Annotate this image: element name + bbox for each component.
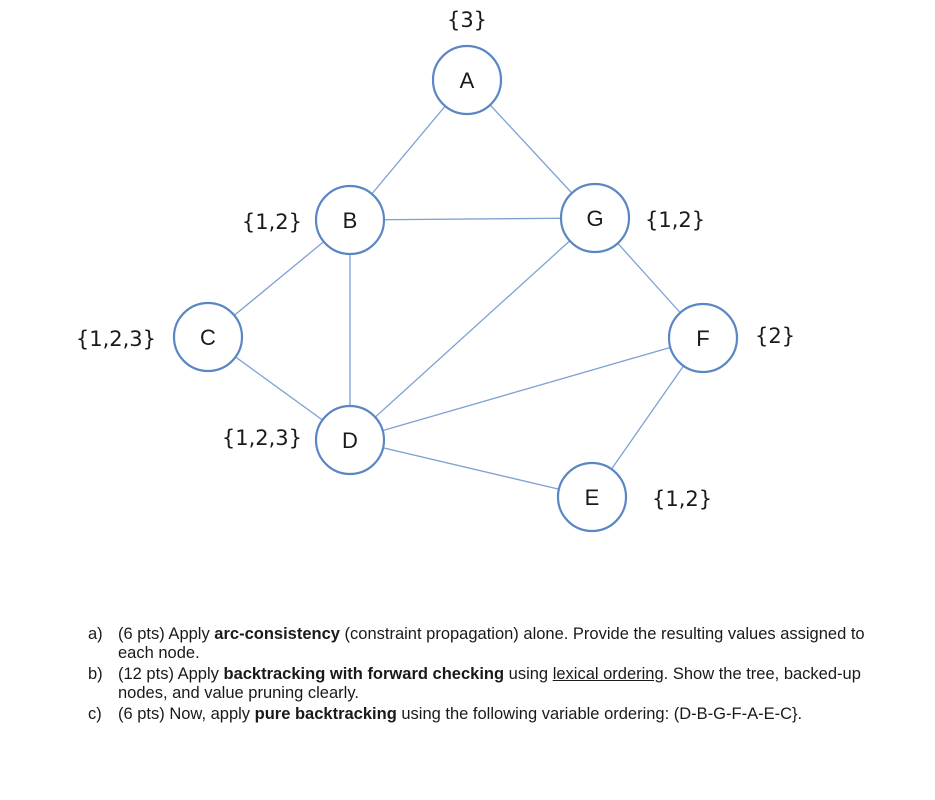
node-b-domain: {1,2} — [242, 210, 302, 234]
question-a-part2: (constraint propagation) alone. Provide … — [118, 625, 865, 662]
node-g-label: G — [586, 206, 603, 231]
edge-d-f — [349, 337, 704, 441]
node-e — [556, 461, 628, 533]
question-a-text: (6 pts) Apply arc-consistency (constrain… — [118, 625, 878, 663]
node-c — [172, 301, 244, 373]
domain-labels: {3} {1,2} {1,2} {1,2,3} {2} {1,2,3} {1,2} — [76, 8, 795, 511]
question-a-part1: (6 pts) Apply — [118, 625, 215, 643]
question-a: a) (6 pts) Apply arc-consistency (constr… — [88, 625, 878, 663]
question-a-letter: a) — [88, 625, 103, 643]
node-c-domain: {1,2,3} — [76, 327, 156, 351]
question-b-underlined: lexical ordering — [552, 665, 664, 683]
edge-b-g — [349, 217, 596, 221]
node-b — [314, 184, 386, 256]
question-c-text: (6 pts) Now, apply pure backtracking usi… — [118, 705, 878, 724]
question-b-letter: b) — [88, 665, 103, 683]
node-f-label: F — [696, 326, 709, 351]
node-d-domain: {1,2,3} — [222, 426, 302, 450]
question-c-bold: pure backtracking — [254, 705, 397, 723]
node-e-label: E — [585, 485, 600, 510]
question-b-text: (12 pts) Apply backtracking with forward… — [118, 665, 878, 703]
question-c: c) (6 pts) Now, apply pure backtracking … — [88, 705, 878, 724]
node-f-domain: {2} — [755, 324, 795, 348]
question-b-part1: (12 pts) Apply — [118, 665, 224, 683]
node-f — [667, 302, 739, 374]
edge-d-e — [349, 439, 593, 498]
question-list: a) (6 pts) Apply arc-consistency (constr… — [88, 625, 878, 726]
node-c-label: C — [200, 325, 216, 350]
graph-nodes: A B G C F D E — [172, 44, 739, 533]
node-g — [559, 182, 631, 254]
question-b-bold: backtracking with forward checking — [223, 665, 505, 683]
question-a-bold: arc-consistency — [214, 625, 340, 643]
question-b-part2: using — [504, 665, 553, 683]
edge-g-d — [349, 217, 596, 441]
node-b-label: B — [343, 208, 358, 233]
node-a — [431, 44, 503, 116]
question-c-part2: using the following variable ordering: (… — [396, 705, 803, 723]
node-d-label: D — [342, 428, 358, 453]
node-d — [314, 404, 386, 476]
node-e-domain: {1,2} — [652, 487, 712, 511]
question-b: b) (12 pts) Apply backtracking with forw… — [88, 665, 878, 703]
constraint-graph: A B G C F D E {3} {1,2} {1,2} {1,2,3} {2} {1,2,3} {1… — [76, 8, 795, 533]
node-g-domain: {1,2} — [645, 208, 705, 232]
question-b-part3: . Show the tree, backed-up nodes, and va… — [118, 665, 861, 702]
node-a-label: A — [460, 68, 475, 93]
question-c-part1: (6 pts) Now, apply — [118, 705, 255, 723]
question-c-letter: c) — [88, 705, 102, 723]
node-a-domain: {3} — [447, 8, 487, 32]
